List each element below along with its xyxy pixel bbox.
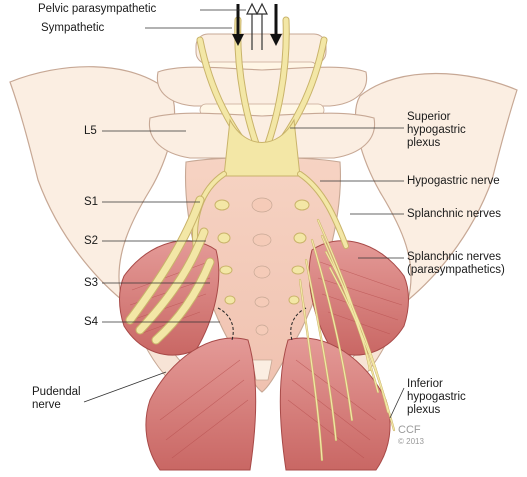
label-inferior-hypogastric-plexus: Inferior hypogastric plexus — [407, 378, 466, 416]
label-s1: S1 — [84, 196, 99, 208]
nerve-plexus — [125, 16, 396, 462]
label-sympathetic: Sympathetic — [41, 22, 105, 34]
label-pudendal-nerve: Pudendal nerve — [32, 386, 81, 411]
parasympathetic-arrow-left — [246, 2, 258, 50]
label-superior-hypogastric-plexus: Superior hypogastric plexus — [407, 111, 466, 149]
label-pelvic-parasympathetic: Pelvic parasympathetic — [38, 3, 157, 15]
sympathetic-arrow-right — [270, 4, 282, 46]
nerve-direction-arrows — [232, 2, 282, 50]
lumbar-vertebrae — [148, 33, 376, 159]
label-s4: S4 — [84, 316, 99, 328]
label-s3: S3 — [84, 277, 99, 289]
label-l5: L5 — [84, 125, 97, 137]
leader-lines — [83, 9, 405, 419]
label-s2: S2 — [84, 235, 99, 247]
credit-brand: CCF — [398, 424, 421, 436]
sympathetic-arrow-left — [232, 4, 244, 46]
credit-copyright: © 2013 — [398, 437, 424, 446]
parasympathetic-arrow-right — [256, 2, 268, 50]
label-splanchnic-nerves-parasympathetics: Splanchnic nerves (parasympathetics) — [407, 251, 505, 276]
label-hypogastric-nerve: Hypogastric nerve — [407, 175, 500, 187]
label-splanchnic-nerves: Splanchnic nerves — [407, 208, 501, 220]
